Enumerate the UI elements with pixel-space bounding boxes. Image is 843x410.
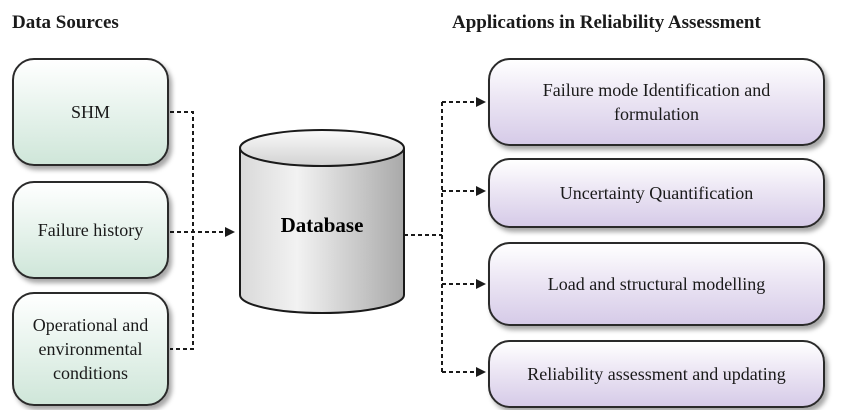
application-label-uncertainty: Uncertainty Quantification	[559, 183, 754, 203]
application-label-load-modelling: Load and structural modelling	[547, 274, 766, 294]
applications-heading: Applications in Reliability Assessment	[452, 12, 761, 33]
application-label-reliability: Reliability assessment and updating	[527, 364, 786, 384]
source-box-operational-conditions: Operational and environmental conditions	[12, 292, 169, 406]
source-label-shm: SHM	[70, 102, 110, 122]
source-label-operational-conditions: Operational and environmental conditions	[32, 315, 149, 383]
application-box-failure-mode: Failure mode Identification and formulat…	[488, 58, 825, 146]
application-label-failure-mode: Failure mode Identification and formulat…	[542, 80, 771, 124]
source-label-failure-history: Failure history	[37, 220, 144, 240]
database-cylinder	[239, 129, 405, 314]
source-bracket-connector	[170, 111, 194, 350]
source-box-failure-history: Failure history	[12, 181, 169, 279]
application-box-reliability: Reliability assessment and updating	[488, 340, 825, 408]
application-box-load-modelling: Load and structural modelling	[488, 242, 825, 326]
source-box-shm: SHM	[12, 58, 169, 166]
database-label: Database	[281, 213, 364, 237]
application-box-uncertainty: Uncertainty Quantification	[488, 158, 825, 228]
data-sources-heading: Data Sources	[12, 12, 119, 33]
